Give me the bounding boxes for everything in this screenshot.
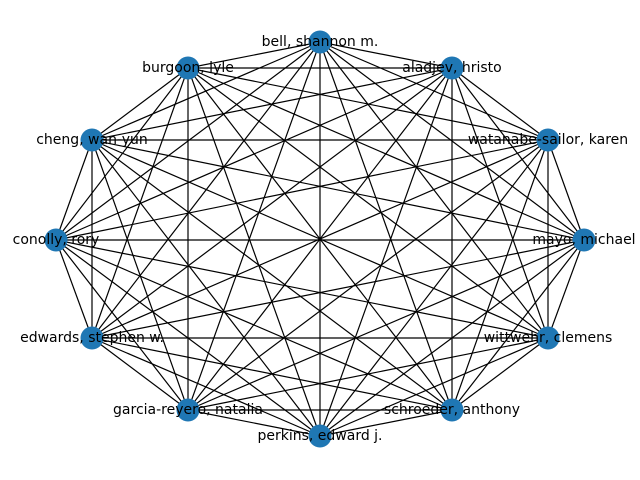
edge-watanabe-schroeder xyxy=(451,139,549,411)
edge-mayo-cheng xyxy=(91,139,585,241)
edge-mayo-wittwehr xyxy=(547,239,585,339)
node-label-watanabe: watanabe-sailor, karen xyxy=(468,132,628,148)
edge-mayo-edwards xyxy=(91,239,585,339)
labels-layer: bell, shannon m. aladjev, hristo watanabe-… xyxy=(13,34,636,444)
edge-schroeder-perkins xyxy=(319,409,453,437)
node-label-edwards: edwards, stephen w. xyxy=(20,330,164,346)
edge-bell-burgoon xyxy=(187,41,321,69)
edge-schroeder-burgoon xyxy=(187,67,453,411)
edge-schroeder-cheng xyxy=(91,139,453,411)
node-conolly xyxy=(44,228,68,252)
node-label-bell: bell, shannon m. xyxy=(262,34,379,50)
edge-watanabe-garcia xyxy=(187,139,549,411)
node-schroeder xyxy=(440,398,464,422)
node-label-schroeder: schroeder, anthony xyxy=(384,402,520,418)
node-label-cheng: cheng, wan-yun xyxy=(36,132,148,148)
node-edwards xyxy=(80,326,104,350)
edge-garcia-conolly xyxy=(55,239,189,411)
edge-conolly-cheng xyxy=(55,139,93,241)
edge-cheng-burgoon xyxy=(91,67,189,141)
node-label-burgoon: burgoon, lyle xyxy=(142,60,234,76)
edge-aladjev-mayo xyxy=(451,67,585,241)
node-perkins xyxy=(308,424,332,448)
edge-aladjev-watanabe xyxy=(451,67,549,141)
edge-perkins-burgoon xyxy=(187,67,321,437)
edge-perkins-garcia xyxy=(187,409,321,437)
edge-bell-aladjev xyxy=(319,41,453,69)
node-bell xyxy=(308,30,332,54)
nodes-layer xyxy=(44,30,596,448)
edge-garcia-edwards xyxy=(91,337,189,411)
node-watanabe xyxy=(536,128,560,152)
edge-watanabe-mayo xyxy=(547,139,585,241)
edge-aladjev-edwards xyxy=(91,67,453,339)
edge-wittwehr-schroeder xyxy=(451,337,549,411)
node-mayo xyxy=(572,228,596,252)
edge-bell-garcia xyxy=(187,41,321,411)
edge-bell-schroeder xyxy=(319,41,453,411)
node-label-conolly: conolly, rory xyxy=(13,232,100,248)
node-garcia xyxy=(176,398,200,422)
node-label-aladjev: aladjev, hristo xyxy=(402,60,502,76)
edge-perkins-cheng xyxy=(91,139,321,437)
edge-mayo-burgoon xyxy=(187,67,585,241)
node-burgoon xyxy=(176,56,200,80)
node-cheng xyxy=(80,128,104,152)
node-label-wittwehr: wittwehr, clemens xyxy=(484,330,613,346)
edge-edwards-burgoon xyxy=(91,67,189,339)
edges-layer xyxy=(55,41,585,437)
edge-perkins-edwards xyxy=(91,337,321,437)
edge-schroeder-conolly xyxy=(55,239,453,411)
edge-wittwehr-conolly xyxy=(55,239,549,339)
edge-conolly-burgoon xyxy=(55,67,189,241)
node-label-perkins: perkins, edward j. xyxy=(257,428,382,444)
node-label-garcia: garcia-reyero, natalia xyxy=(113,402,263,418)
edge-aladjev-perkins xyxy=(319,67,453,437)
edge-edwards-conolly xyxy=(55,239,93,339)
node-wittwehr xyxy=(536,326,560,350)
node-label-mayo: mayo, michael xyxy=(532,232,635,248)
edge-watanabe-burgoon xyxy=(187,67,549,141)
edge-watanabe-conolly xyxy=(55,139,549,241)
node-aladjev xyxy=(440,56,464,80)
edge-wittwehr-burgoon xyxy=(187,67,549,339)
edge-garcia-cheng xyxy=(91,139,189,411)
